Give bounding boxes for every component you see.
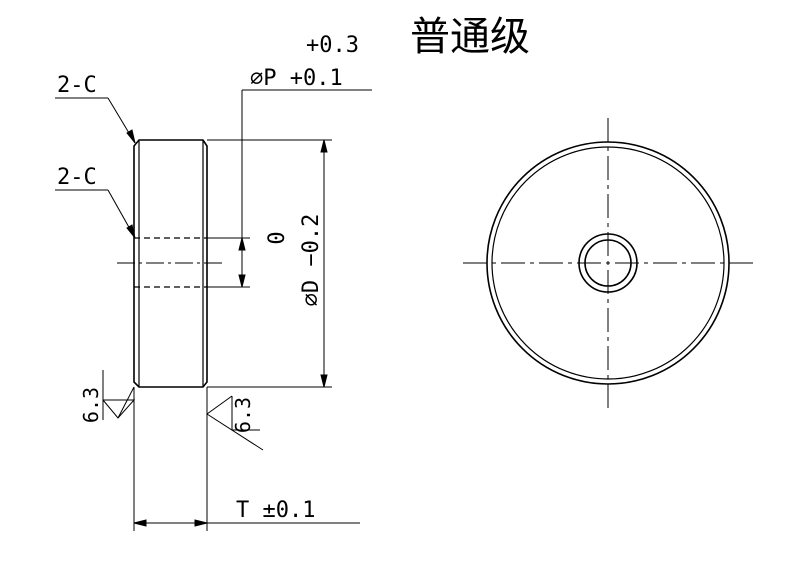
thickness-dimension	[133, 387, 360, 531]
hole-dim-label: ∅P +0.1	[250, 66, 343, 91]
chamfer-callouts	[55, 97, 136, 239]
hole-arrow-bottom	[238, 274, 246, 288]
chamfer-inner-arrow	[126, 224, 136, 239]
bore-hidden-lines	[134, 237, 207, 288]
chamfer-outer-arrow	[126, 129, 136, 144]
od-tol-upper: 0	[265, 231, 290, 244]
hole-tol-upper: +0.3	[306, 33, 359, 58]
thickness-arrow-left	[133, 519, 147, 527]
od-dim-label: ∅D −0.2	[299, 214, 324, 307]
hole-dimension	[207, 89, 372, 288]
chamfer-inner-label: 2-C	[57, 165, 97, 190]
roughness-left-tail	[117, 386, 135, 419]
roughness-right-value: 6.3	[231, 397, 255, 433]
roughness-right-top	[206, 395, 233, 415]
drawing-title: 普通级	[410, 14, 530, 60]
thickness-arrow-right	[194, 519, 208, 527]
roughness-symbols	[102, 370, 264, 451]
front-centerlines	[463, 118, 753, 408]
thickness-dim-label: T ±0.1	[236, 498, 315, 523]
chamfer-outer-label: 2-C	[57, 73, 97, 98]
od-arrow-bottom	[320, 374, 328, 388]
od-dimension	[207, 139, 332, 388]
roughness-left-triangle	[102, 399, 136, 419]
roughness-right-bottom	[206, 413, 264, 451]
roughness-left-value: 6.3	[79, 387, 103, 423]
od-arrow-top	[320, 139, 328, 153]
hole-arrow-top	[238, 237, 246, 251]
